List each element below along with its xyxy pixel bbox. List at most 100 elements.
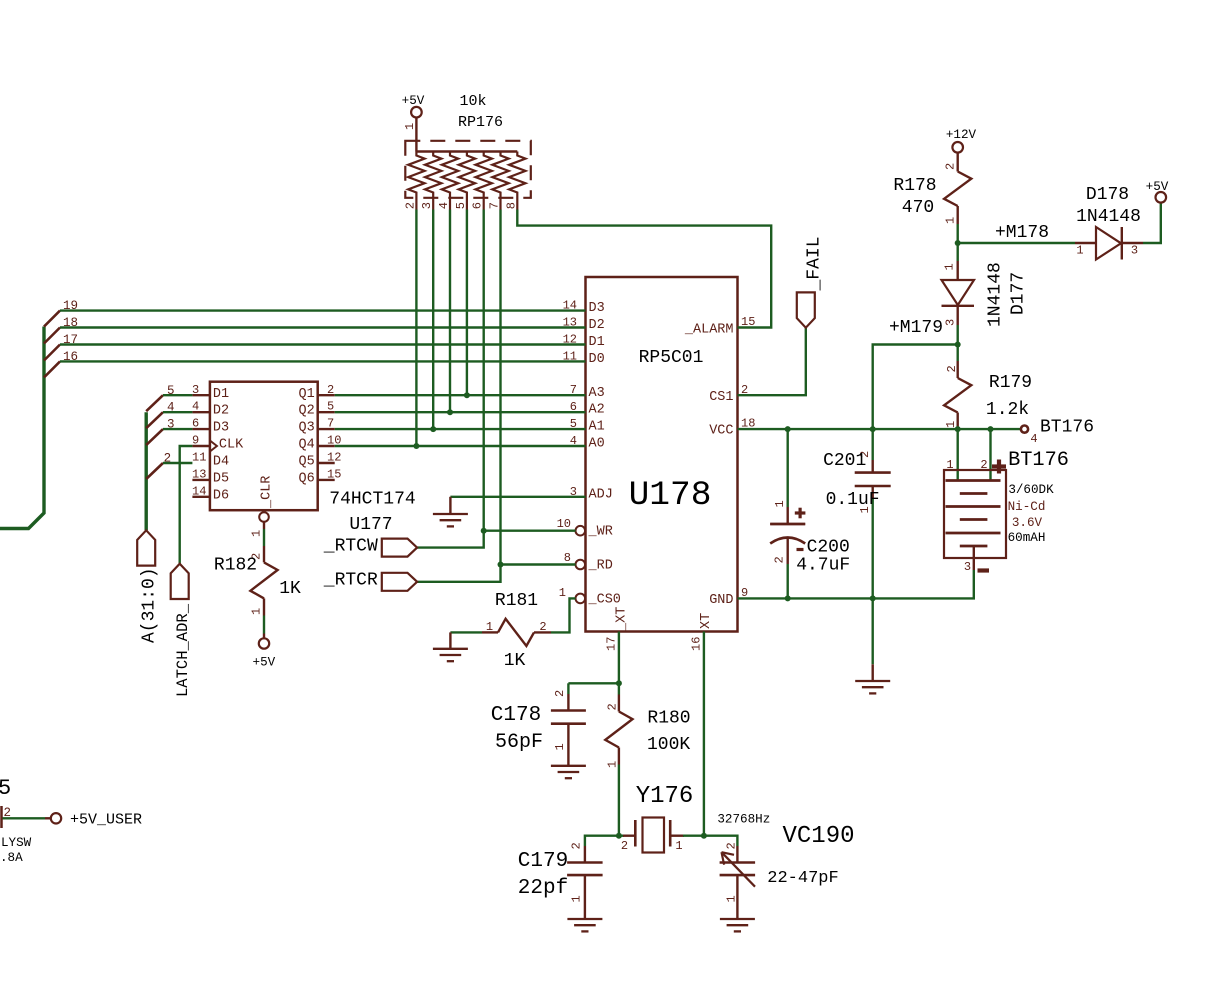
svg-text:14: 14 bbox=[563, 299, 577, 313]
svg-text:5: 5 bbox=[167, 384, 175, 398]
svg-text:470: 470 bbox=[902, 198, 934, 218]
svg-text:1: 1 bbox=[559, 586, 566, 600]
svg-text:4: 4 bbox=[167, 401, 175, 415]
svg-text:3: 3 bbox=[420, 202, 434, 209]
svg-text:6: 6 bbox=[570, 400, 577, 414]
svg-text:4: 4 bbox=[192, 400, 199, 414]
svg-text:9: 9 bbox=[741, 586, 748, 600]
svg-text:32768Hz: 32768Hz bbox=[717, 812, 770, 826]
svg-text:1: 1 bbox=[250, 530, 264, 537]
svg-text:RP176: RP176 bbox=[458, 114, 503, 131]
svg-text:1: 1 bbox=[675, 839, 682, 853]
svg-text:D3: D3 bbox=[213, 421, 229, 436]
svg-text:1: 1 bbox=[250, 608, 264, 615]
svg-text:2: 2 bbox=[553, 690, 567, 697]
svg-text:+5V_USER: +5V_USER bbox=[70, 812, 142, 829]
svg-text:3.6V: 3.6V bbox=[1012, 516, 1043, 530]
svg-text:R179: R179 bbox=[989, 373, 1032, 393]
svg-text:+5V: +5V bbox=[253, 656, 276, 670]
svg-text:+5V: +5V bbox=[402, 94, 425, 108]
svg-text:2: 2 bbox=[4, 806, 12, 820]
svg-text:1: 1 bbox=[946, 458, 953, 472]
svg-text:4: 4 bbox=[437, 202, 451, 209]
svg-text:2: 2 bbox=[570, 842, 584, 849]
svg-text:14: 14 bbox=[192, 484, 206, 498]
svg-text:Y176: Y176 bbox=[636, 783, 694, 810]
svg-text:C179: C179 bbox=[518, 850, 568, 873]
svg-text:A1: A1 bbox=[589, 420, 605, 435]
svg-text:2: 2 bbox=[164, 452, 172, 466]
svg-text:CLK: CLK bbox=[219, 438, 244, 453]
svg-text:RP5C01: RP5C01 bbox=[639, 348, 704, 368]
svg-text:R178: R178 bbox=[893, 176, 936, 196]
svg-text:1.2k: 1.2k bbox=[986, 400, 1029, 420]
svg-text:4.7uF: 4.7uF bbox=[796, 555, 850, 575]
svg-text:3: 3 bbox=[944, 319, 958, 326]
svg-text:1: 1 bbox=[570, 895, 584, 902]
svg-text:LATCH_ADR_: LATCH_ADR_ bbox=[174, 603, 192, 697]
svg-text:+M179: +M179 bbox=[889, 318, 943, 338]
svg-text:BT176: BT176 bbox=[1040, 418, 1094, 438]
svg-text:1: 1 bbox=[725, 895, 739, 902]
svg-text:Q4: Q4 bbox=[298, 438, 314, 453]
svg-text:2: 2 bbox=[403, 202, 417, 209]
svg-text:17: 17 bbox=[605, 637, 619, 651]
svg-text:1: 1 bbox=[606, 761, 620, 768]
svg-text:12: 12 bbox=[563, 333, 577, 347]
svg-text:2: 2 bbox=[725, 842, 739, 849]
svg-text:D4: D4 bbox=[213, 455, 229, 470]
svg-text:ADJ: ADJ bbox=[589, 487, 613, 502]
svg-text:10: 10 bbox=[327, 434, 341, 448]
svg-text:11: 11 bbox=[192, 451, 206, 465]
svg-text:XT: XT bbox=[699, 613, 714, 629]
svg-text:12: 12 bbox=[327, 451, 341, 465]
svg-text:_CLR: _CLR bbox=[260, 476, 275, 509]
svg-text:D0: D0 bbox=[589, 352, 605, 367]
svg-text:Q5: Q5 bbox=[298, 455, 314, 470]
svg-text:1: 1 bbox=[943, 263, 957, 270]
svg-text:2: 2 bbox=[250, 553, 264, 560]
svg-text:2: 2 bbox=[621, 839, 628, 853]
svg-text:56pF: 56pF bbox=[495, 731, 543, 754]
svg-text:A0: A0 bbox=[589, 437, 605, 452]
svg-text:Q2: Q2 bbox=[298, 404, 314, 419]
svg-text:17: 17 bbox=[63, 333, 78, 347]
svg-text:22-47pF: 22-47pF bbox=[767, 869, 838, 888]
svg-text:7: 7 bbox=[327, 417, 334, 431]
svg-text:A(31:0): A(31:0) bbox=[140, 567, 160, 643]
svg-text:5: 5 bbox=[570, 417, 577, 431]
svg-text:CS1: CS1 bbox=[709, 390, 733, 405]
svg-text:1K: 1K bbox=[279, 579, 301, 599]
svg-text:5: 5 bbox=[454, 202, 468, 209]
svg-text:8: 8 bbox=[564, 551, 571, 565]
svg-text:_FAIL: _FAIL bbox=[805, 236, 825, 291]
svg-text:_CS0: _CS0 bbox=[588, 592, 621, 607]
svg-text:C201: C201 bbox=[823, 451, 866, 471]
svg-text:3: 3 bbox=[192, 383, 199, 397]
svg-text:2: 2 bbox=[980, 458, 987, 472]
svg-text:4: 4 bbox=[1030, 432, 1037, 446]
svg-text:5: 5 bbox=[0, 776, 11, 801]
svg-text:6: 6 bbox=[471, 202, 485, 209]
svg-text:1: 1 bbox=[1076, 244, 1083, 258]
svg-text:D5: D5 bbox=[213, 471, 229, 486]
svg-text:1: 1 bbox=[773, 500, 787, 507]
svg-text:2: 2 bbox=[741, 383, 748, 397]
svg-text:1: 1 bbox=[553, 743, 567, 750]
svg-text:7: 7 bbox=[488, 202, 502, 209]
svg-text:15: 15 bbox=[741, 315, 755, 329]
svg-text:15: 15 bbox=[327, 467, 341, 481]
svg-text:13: 13 bbox=[192, 467, 206, 481]
svg-text:.8A: .8A bbox=[0, 851, 23, 865]
svg-text:D3: D3 bbox=[589, 301, 605, 316]
svg-text:A2: A2 bbox=[589, 403, 605, 418]
svg-text:3: 3 bbox=[570, 485, 577, 499]
svg-text:C178: C178 bbox=[491, 704, 541, 727]
svg-text:1N4148: 1N4148 bbox=[1076, 207, 1141, 227]
svg-text:_RTCR: _RTCR bbox=[323, 571, 378, 591]
svg-text:Q6: Q6 bbox=[298, 471, 314, 486]
svg-text:_XT: _XT bbox=[615, 607, 630, 632]
svg-text:+12V: +12V bbox=[946, 128, 977, 142]
svg-text:4: 4 bbox=[570, 434, 577, 448]
svg-text:19: 19 bbox=[63, 299, 78, 313]
